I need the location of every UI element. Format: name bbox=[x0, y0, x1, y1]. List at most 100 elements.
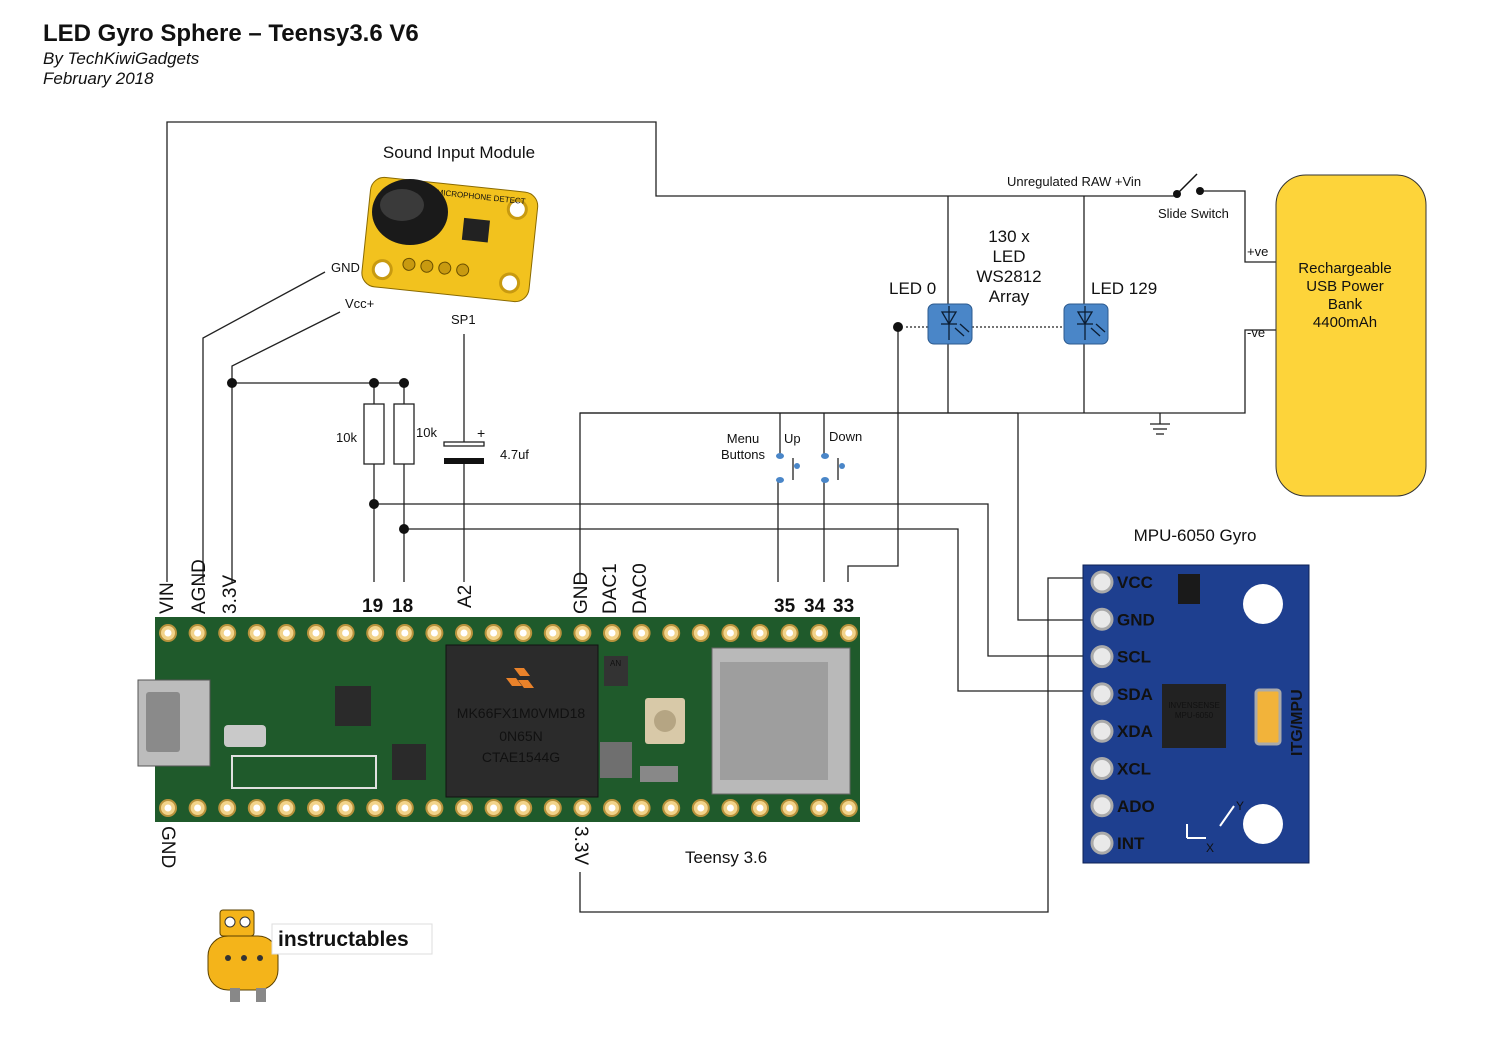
teensy-board: MK66FX1M0VMD18 0N65N CTAE1544G AN bbox=[137, 617, 860, 822]
teensy-pin-hole bbox=[164, 629, 172, 637]
svg-text:Buttons: Buttons bbox=[721, 447, 766, 462]
usb-power-bank: Rechargeable USB Power Bank 4400mAh bbox=[1275, 174, 1427, 497]
down-button bbox=[821, 453, 845, 483]
svg-text:Y: Y bbox=[1236, 799, 1244, 813]
svg-text:4.7uf: 4.7uf bbox=[500, 447, 529, 462]
svg-text:DAC0: DAC0 bbox=[630, 563, 651, 614]
mpu-chip bbox=[1162, 684, 1226, 748]
svg-text:AN: AN bbox=[610, 659, 621, 668]
svg-text:Menu: Menu bbox=[727, 431, 760, 446]
svg-text:LED: LED bbox=[992, 247, 1025, 266]
svg-text:DAC1: DAC1 bbox=[600, 563, 621, 614]
teensy-pin-hole bbox=[756, 804, 764, 812]
gyro-silk: ITG/MPU bbox=[1289, 689, 1306, 756]
up-label: Up bbox=[784, 431, 801, 446]
sound-vcc-label: Vcc+ bbox=[345, 296, 374, 311]
led-129 bbox=[1063, 303, 1109, 345]
capacitor: + 4.7uf bbox=[443, 425, 529, 464]
junctions bbox=[227, 322, 903, 534]
teensy-pin-hole bbox=[401, 629, 409, 637]
teensy-pin-hole bbox=[519, 804, 527, 812]
up-button bbox=[776, 453, 800, 483]
sound-sp1-label: SP1 bbox=[451, 312, 476, 327]
teensy-pin-hole bbox=[638, 629, 646, 637]
svg-text:Rechargeable: Rechargeable bbox=[1298, 260, 1391, 277]
teensy-name: Teensy 3.6 bbox=[685, 848, 767, 867]
gyro-pin-label-xda: XDA bbox=[1117, 722, 1153, 741]
teensy-pin-hole bbox=[786, 804, 794, 812]
teensy-pin-hole bbox=[697, 804, 705, 812]
teensy-pin-hole bbox=[726, 629, 734, 637]
led-diode-icon bbox=[940, 306, 970, 340]
svg-text:GND: GND bbox=[157, 826, 178, 868]
svg-text:19: 19 bbox=[362, 596, 383, 617]
gyro-pin-label-gnd: GND bbox=[1117, 610, 1155, 629]
teensy-pin-hole bbox=[815, 804, 823, 812]
teensy-pin-hole bbox=[667, 629, 675, 637]
sound-input-module: Sound Input Module MICROPHONE DETECT GND… bbox=[331, 143, 539, 327]
menu-buttons: Menu Buttons Up Down bbox=[721, 429, 862, 483]
teensy-pin-hole bbox=[282, 629, 290, 637]
led-first-label: LED 0 bbox=[889, 279, 936, 298]
sd-card-slot-icon bbox=[711, 647, 851, 795]
instructables-logo: instructables bbox=[207, 909, 433, 1002]
pos-label: +ve bbox=[1247, 244, 1268, 259]
teensy-pin-hole bbox=[578, 629, 586, 637]
gyro-pin-pad bbox=[1090, 570, 1114, 594]
gyro-pin-label-ado: ADO bbox=[1117, 797, 1155, 816]
microphone-icon bbox=[372, 179, 448, 245]
teensy-pin-hole bbox=[194, 629, 202, 637]
teensy-pin-hole bbox=[697, 629, 705, 637]
date: February 2018 bbox=[43, 69, 154, 88]
teensy-pin-hole bbox=[519, 629, 527, 637]
svg-text:10k: 10k bbox=[416, 425, 437, 440]
teensy-pin-hole bbox=[223, 804, 231, 812]
power-bank-body bbox=[1275, 174, 1427, 497]
teensy-pin-hole bbox=[608, 629, 616, 637]
svg-text:instructables: instructables bbox=[278, 928, 409, 951]
teensy-pin-hole bbox=[845, 804, 853, 812]
svg-text:0N65N: 0N65N bbox=[499, 728, 543, 744]
svg-text:35: 35 bbox=[774, 596, 796, 617]
teensy-pin-hole bbox=[312, 804, 320, 812]
gyro-pin-label-xcl: XCL bbox=[1117, 760, 1151, 779]
teensy-pin-hole bbox=[578, 804, 586, 812]
led-diode-icon bbox=[1076, 306, 1106, 340]
gyro-title: MPU-6050 Gyro bbox=[1134, 526, 1257, 545]
svg-text:Array: Array bbox=[989, 287, 1030, 306]
led-array: 130 x LED WS2812 Array LED 0 LED 129 bbox=[889, 227, 1157, 345]
teensy-pin-hole bbox=[460, 629, 468, 637]
teensy-pin-hole bbox=[786, 629, 794, 637]
svg-text:3.3V: 3.3V bbox=[570, 826, 591, 865]
axes-icon bbox=[1186, 805, 1235, 839]
slide-switch: Slide Switch bbox=[1158, 173, 1229, 221]
svg-text:WS2812: WS2812 bbox=[976, 267, 1041, 286]
led-last-label: LED 129 bbox=[1091, 279, 1157, 298]
teensy-pin-hole bbox=[460, 804, 468, 812]
svg-text:Slide Switch: Slide Switch bbox=[1158, 206, 1229, 221]
sound-gnd-label: GND bbox=[331, 260, 360, 275]
freescale-logo-icon bbox=[506, 668, 534, 688]
svg-text:4400mAh: 4400mAh bbox=[1313, 314, 1377, 331]
teensy-pin-hole bbox=[342, 804, 350, 812]
page-title: LED Gyro Sphere – Teensy3.6 V6 bbox=[43, 20, 419, 47]
teensy-pin-hole bbox=[490, 804, 498, 812]
teensy-pin-hole bbox=[282, 804, 290, 812]
teensy-pin-hole bbox=[549, 804, 557, 812]
svg-text:GND: GND bbox=[571, 572, 592, 614]
resistor-r1: 10k bbox=[336, 403, 385, 465]
svg-text:INVENSENSE: INVENSENSE bbox=[1168, 701, 1220, 710]
svg-text:130 x: 130 x bbox=[988, 227, 1030, 246]
sound-module-title: Sound Input Module bbox=[383, 143, 535, 162]
svg-text:34: 34 bbox=[804, 596, 826, 617]
teensy-pin-hole bbox=[342, 629, 350, 637]
teensy-pin-hole bbox=[815, 629, 823, 637]
svg-text:10k: 10k bbox=[336, 430, 357, 445]
svg-text:MK66FX1M0VMD18: MK66FX1M0VMD18 bbox=[457, 705, 586, 721]
gyro-pin-label-scl: SCL bbox=[1117, 648, 1151, 667]
teensy-pin-hole bbox=[549, 629, 557, 637]
teensy-pin-hole bbox=[164, 804, 172, 812]
svg-text:USB Power: USB Power bbox=[1306, 278, 1384, 295]
mcu-chip bbox=[445, 644, 599, 798]
teensy-pin-hole bbox=[194, 804, 202, 812]
